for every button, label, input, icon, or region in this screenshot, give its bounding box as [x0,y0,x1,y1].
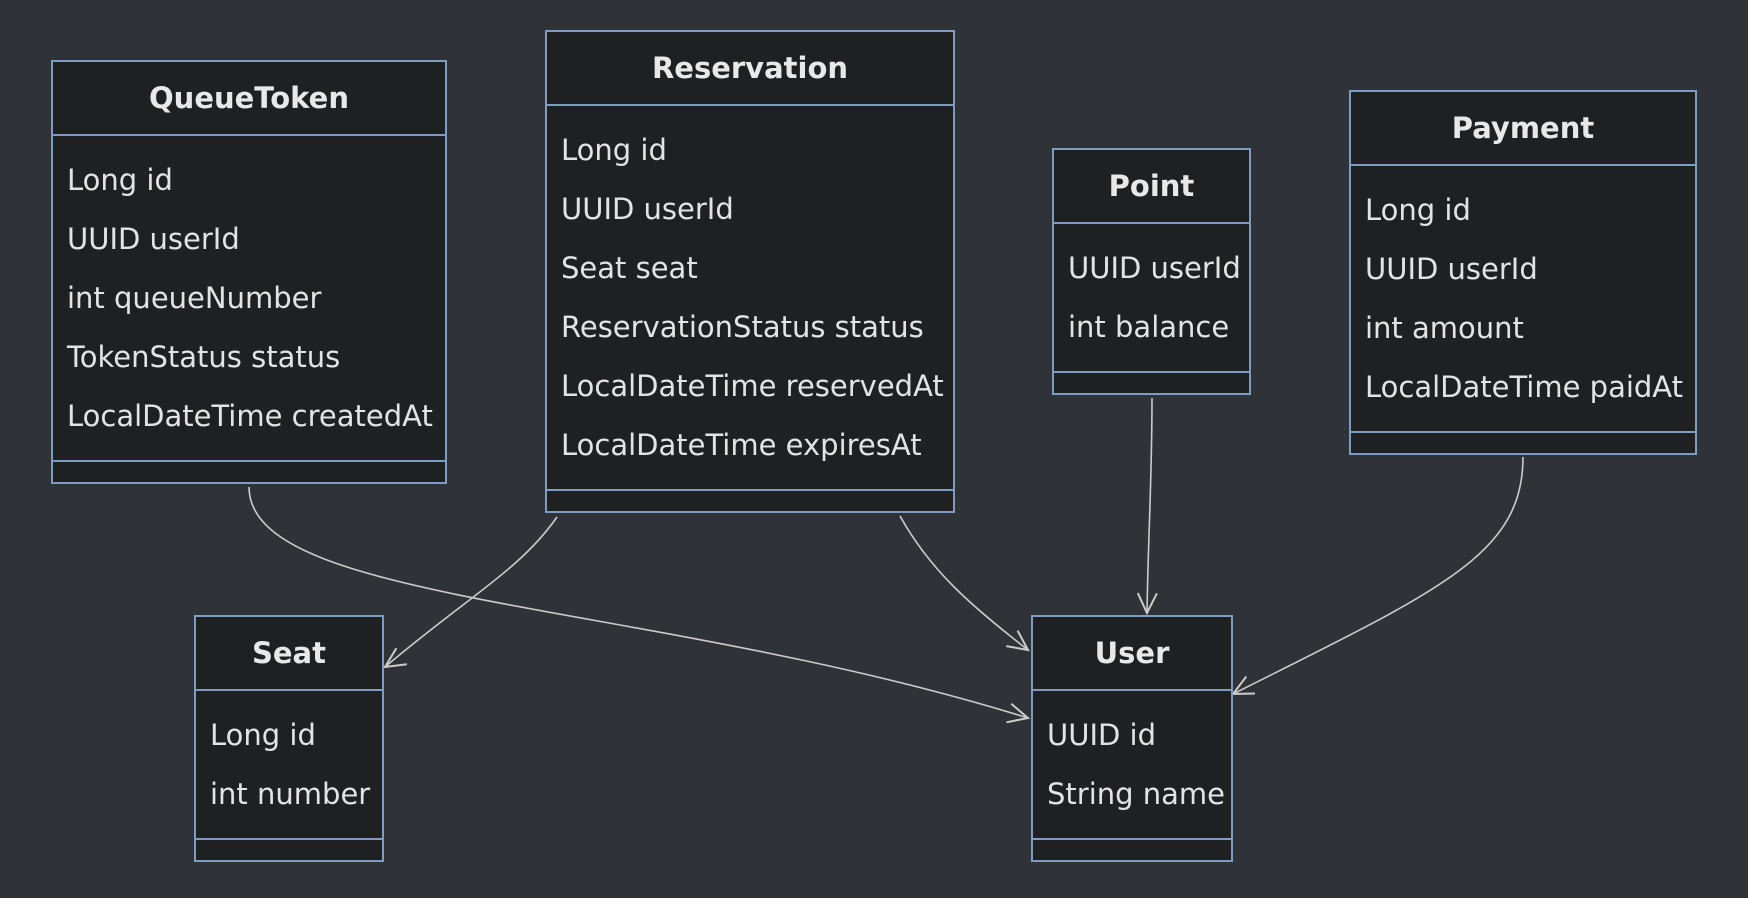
methods-section [196,840,382,860]
class-name: Payment [1351,92,1695,166]
class-attribute: LocalDateTime createdAt [67,399,433,433]
arrowhead [1136,592,1158,616]
relation-reservation-to-seat [383,516,558,669]
methods-section [1054,373,1249,393]
methods-section [1033,840,1231,860]
class-attribute: Long id [67,163,173,197]
class-name: Seat [196,617,382,691]
attributes-section: UUID id String name [1033,691,1231,840]
class-attribute: UUID userId [561,192,734,226]
class-attribute: ReservationStatus status [561,310,924,344]
class-name: Point [1054,150,1249,224]
class-name: User [1033,617,1231,691]
class-name: QueueToken [53,62,445,136]
class-attribute: TokenStatus status [67,340,341,374]
class-attribute: UUID userId [1365,252,1538,286]
relation-point-to-user [1136,397,1158,616]
arrowhead [383,647,407,669]
class-name: Reservation [547,32,953,106]
attributes-section: Long id int number [196,691,382,840]
class-attribute: LocalDateTime paidAt [1365,370,1684,404]
class-attribute: String name [1047,777,1226,811]
class-attribute: UUID userId [67,222,240,256]
class-attribute: int queueNumber [67,281,322,315]
attributes-section: UUID userId int balance [1054,224,1249,373]
class-attribute: Long id [561,133,667,167]
class-attribute: int number [210,777,371,811]
class-attribute: Seat seat [561,251,698,285]
class-attribute: Long id [210,718,316,752]
arrowhead [1230,675,1256,696]
methods-section [53,462,445,482]
arrowhead [1006,630,1030,652]
methods-section [1351,433,1695,453]
class-attribute: LocalDateTime expiresAt [561,428,922,462]
class-attribute: UUID id [1047,718,1157,752]
class-attribute: Long id [1365,193,1471,227]
class-attribute: int amount [1365,311,1524,345]
class-attribute: UUID userId [1068,251,1241,285]
class-attribute: LocalDateTime reservedAt [561,369,944,403]
relation-payment-to-user [1230,456,1524,696]
class-attribute: int balance [1068,310,1230,344]
relation-reservation-to-user [899,515,1030,652]
methods-section [547,491,953,511]
arrowhead [1006,703,1031,724]
